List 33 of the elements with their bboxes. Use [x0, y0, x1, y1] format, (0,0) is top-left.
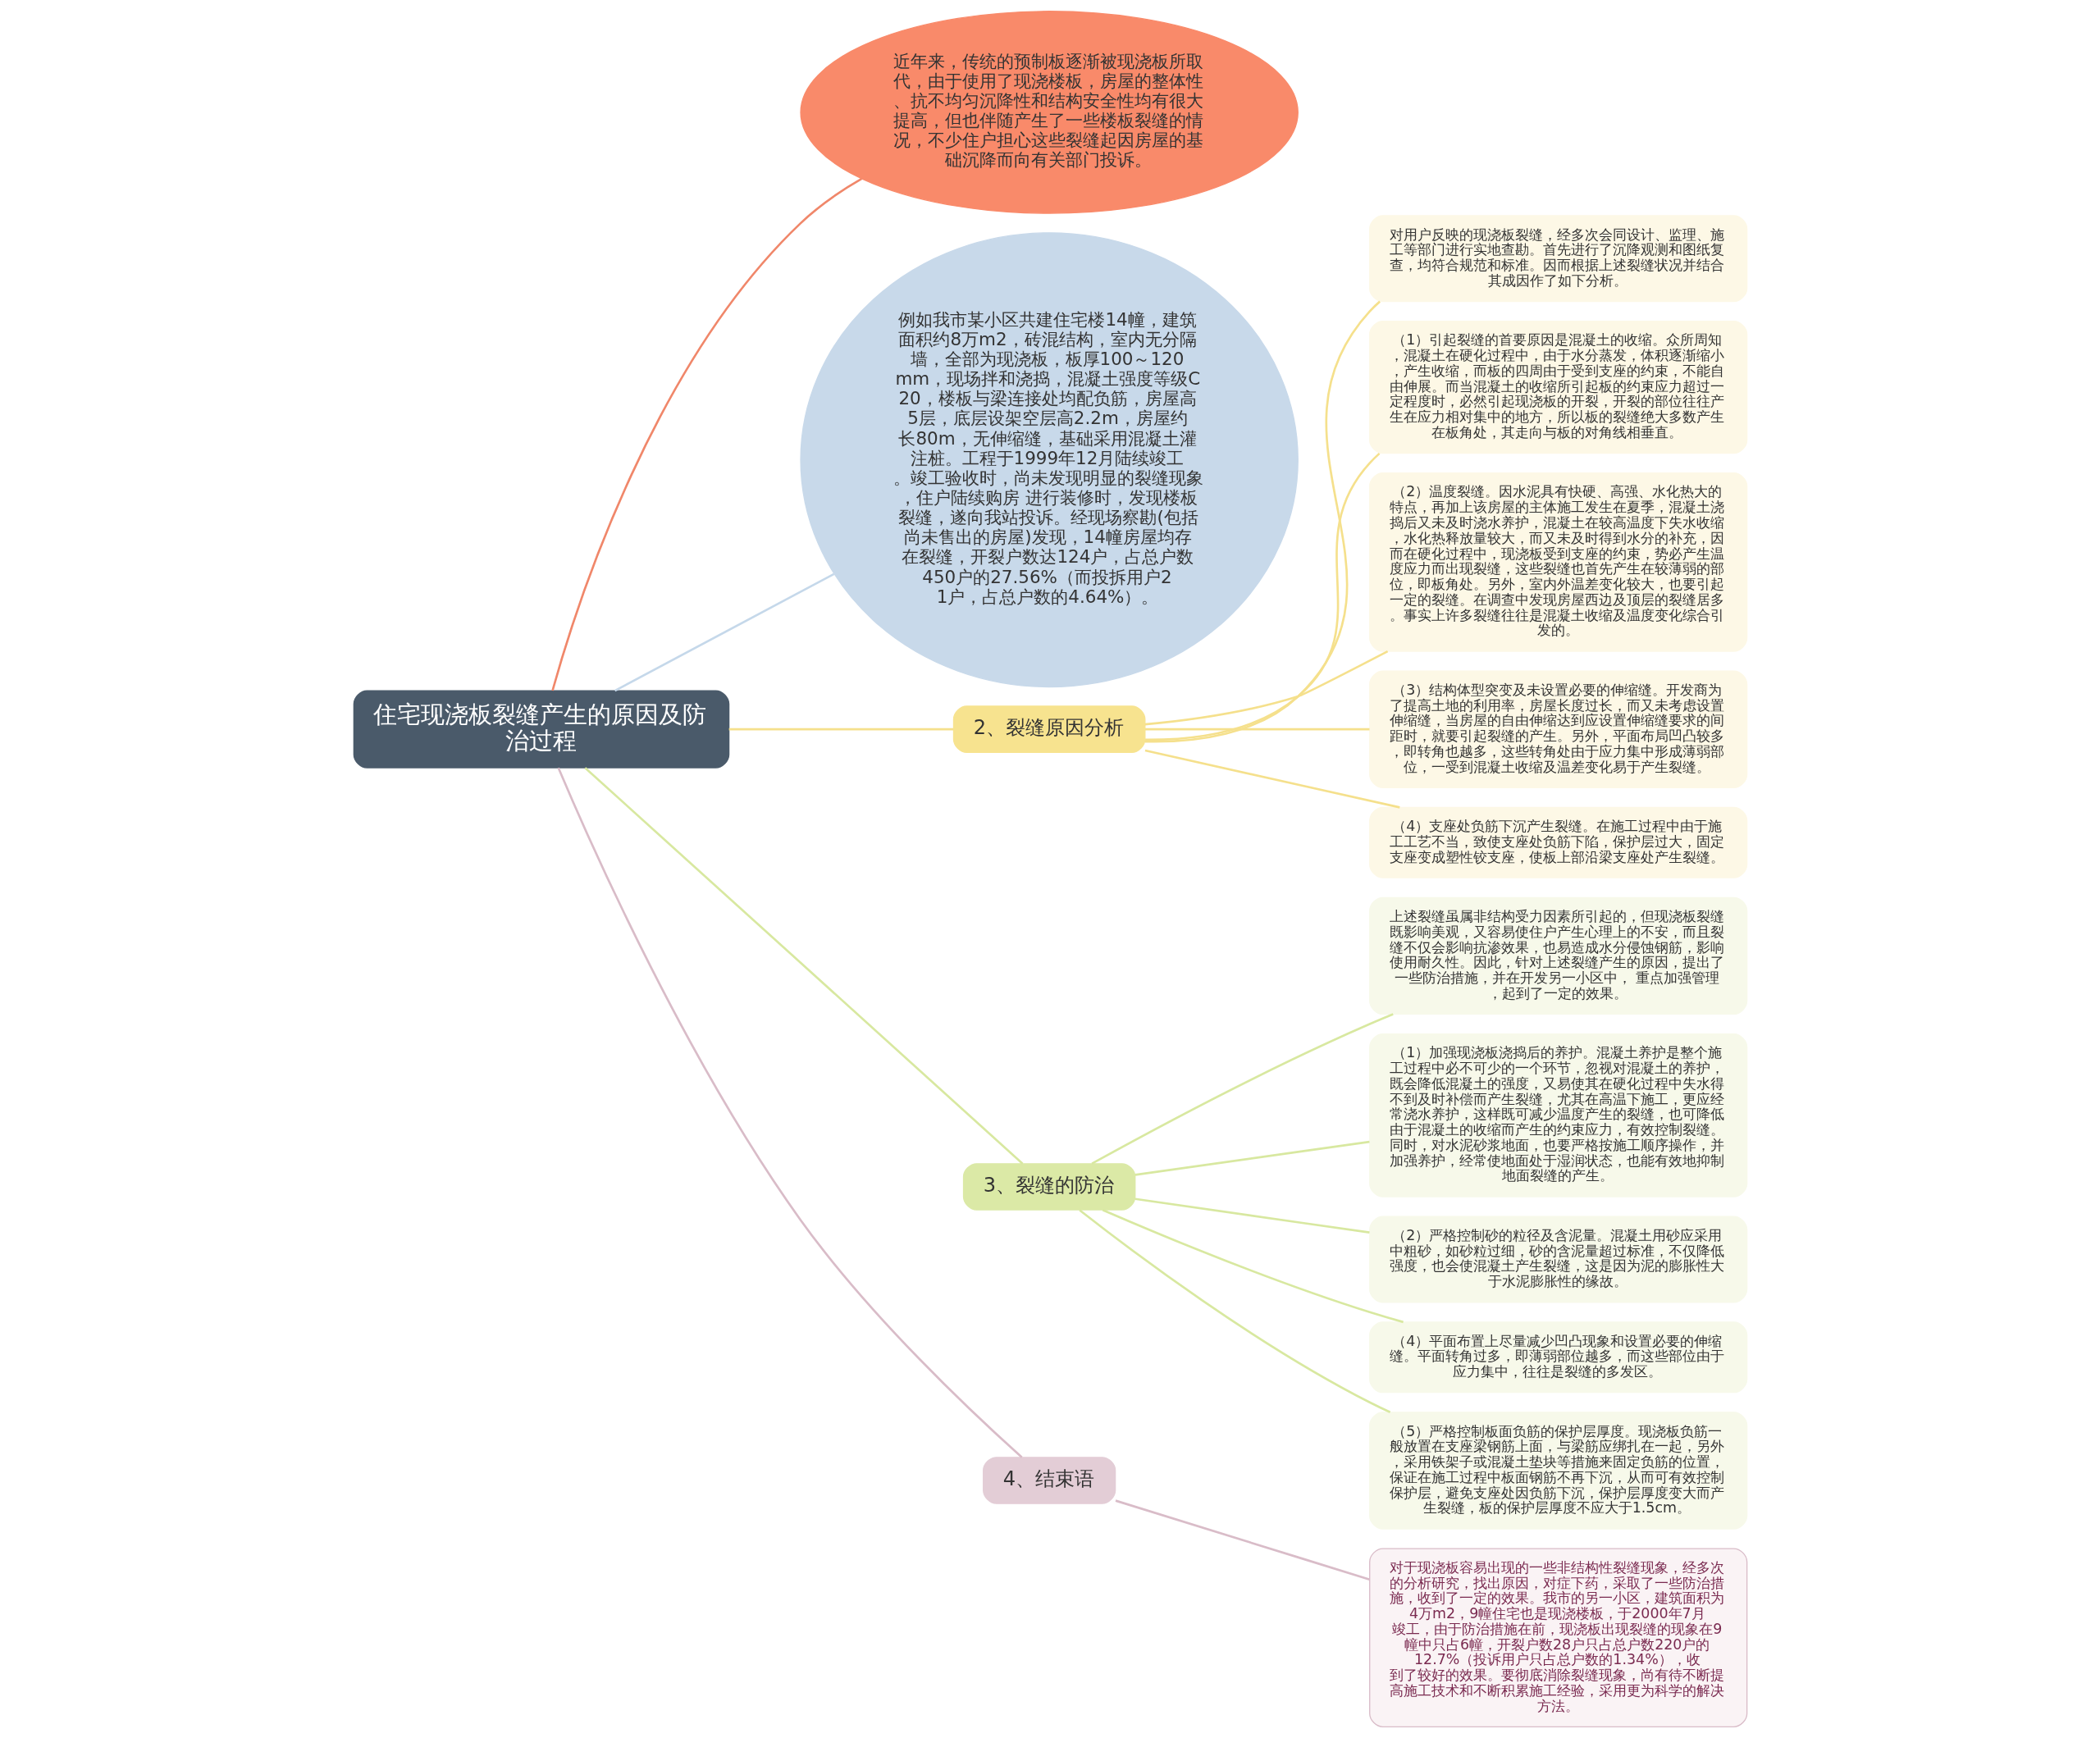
node-box: （5）严格控制板面负筋的保护层厚度。现浇板负筋一般放置在支座梁钢筋上面，与梁筋应绑扎在一起，另外，采用铁架子或混凝土垫块等措施来固定负筋的位置，保证在施工过程中板面钢筋不再下沉，从而可有效控制保护层，避免支座处因负筋下沉，保护层厚度变大而产生裂缝，板的保护层厚度不应大于1.5cm。: [1368, 1412, 1747, 1530]
connector: [1091, 1013, 1394, 1165]
node-box: （4）平面布置上尽量减少凹凸现象和设置必要的伸缩缝。平面转角过多，即薄弱部位越多，而这些部位由于应力集中，往往是裂缝的多发区。: [1368, 1321, 1747, 1394]
node-box: 4、结束语: [982, 1457, 1116, 1504]
node-circle: 例如我市某小区共建住宅楼14幢，建筑面积约8万m2，砖混结构，室内无分隔墙，全部为现浇板，板厚100～120mm，现场拌和浇捣，混凝土强度等级C20，楼板与梁连接处均配负筋，房屋高5层，底层设架空层高2.2m，房屋约长80m，无伸缩缝，基础采用混凝土灌注桩。工程于1999年12月陆续竣工。竣工验收时，尚未发现明显的裂缝现象，住户陆续购房 进行装修时，发现楼板裂缝，遂向我站投诉。经现场察勘(包括尚未售出的房屋)发现，14幢房屋均存在裂缝，开裂户数达124户，占总户数450户的27.56%（而投拆用户21户，占总户数的4.64%）。: [799, 232, 1299, 688]
node-box: （3）结构体型突变及未设置必要的伸缩缝。开发商为了提高土地的利用率，房屋长度过长，而又未考虑设置伸缩缝，当房屋的自由伸缩达到应设置伸缩缝要求的间距时，就要引起裂缝的产生。另外，平面布局凹凸较多，即转角也越多，这些转角处由于应力集中形成薄弱部位，一受到混凝土收缩及温差变化易于产生裂缝。: [1368, 670, 1747, 788]
node-box: （4）支座处负筋下沉产生裂缝。在施工过程中由于施工工艺不当，致使支座处负筋下陷，保护层过大，固定支座变成塑性铰支座，使板上部沿梁支座处产生裂缝。: [1368, 806, 1747, 878]
node-box: 3、裂缝的防治: [962, 1163, 1135, 1211]
connector: [583, 767, 1023, 1165]
connector: [1144, 728, 1369, 731]
node-box: 上述裂缝虽属非结构受力因素所引起的，但现浇板裂缝既影响美观，又容易使住户产生心理上的不安，而且裂缝不仅会影响抗渗效果，也易造成水分侵蚀钢筋，影响使用耐久性。因此，针对上述裂缝产生的原因，提出了一些防治措施，并在开发另一小区中， 重点加强管理，起到了一定的效果。: [1368, 896, 1747, 1015]
connector: [728, 728, 953, 731]
connector: [1144, 452, 1380, 741]
connector: [1144, 650, 1388, 726]
node-box: （1）加强现浇板浇捣后的养护。混凝土养护是整个施工过程中必不可少的一个环节，忽视对混凝土的养护，既会降低混凝土的强度，又易使其在硬化过程中失水得不到及时补偿而产生裂缝，尤其在高温下施工，更应经常浇水养护，这样既可减少温度产生的裂缝，也可降低由于混凝土的收缩而产生的约束应力，有效控制裂缝。同时，对水泥砂浆地面，也要严格按施工顺序操作，并加强养护，经常使地面处于湿润状态，也能有效地抑制地面裂缝的产生。: [1368, 1033, 1747, 1197]
connector: [1144, 749, 1400, 809]
node-box: （2）严格控制砂的粒径及含泥量。混凝土用砂应采用中粗砂，如砂粒过细，砂的含泥量超过标准，不仅降低强度，也会使混凝土产生裂缝，这是因为泥的膨胀性大于水泥膨胀性的缘故。: [1368, 1216, 1747, 1303]
connector: [614, 572, 834, 692]
connector: [557, 767, 1023, 1458]
node-box: 2、裂缝原因分析: [952, 705, 1145, 753]
connector: [1102, 1208, 1404, 1324]
connector: [550, 177, 862, 691]
node-box: （1）引起裂缝的首要原因是混凝土的收缩。众所周知，混凝土在硬化过程中，由于水分蒸发，体积逐渐缩小，产生收缩，而板的四周由于受到支座的约束，不能自由伸展。而当混凝土的收缩所引起板的约束应力超过一定程度时，必然引起现浇板的开裂，开裂的部位往往产生在应力相对集中的地方，所以板的裂缝绝大多数产生在板角处，其走向与板的对角线相垂直。: [1368, 321, 1747, 454]
node-box: （2）温度裂缝。因水泥具有快硬、高强、水化热大的特点，再加上该房屋的主体施工发生在夏季，混凝土浇捣后又未及时浇水养护，混凝土在较高温度下失水收缩，水化热释放量较大，而又未及时得到水分的补充，因而在硬化过程中，现浇板受到支座的约束，势必产生温度应力而出现裂缝，这些裂缝也首先产生在较薄弱的部位，即板角处。另外，室内外温差变化较大，也要引起一定的裂缝。在调查中发现房屋西边及顶层的裂缝居多。事实上许多裂缝往往是混凝土收缩及温度变化综合引发的。: [1368, 472, 1747, 652]
node-box: 对用户反映的现浇板裂缝，经多次会同设计、监理、施工等部门进行实地查勘。首先进行了沉降观测和图纸复查，均符合规范和标准。因而根据上述裂缝状况并结合其成因作了如下分析。: [1368, 215, 1747, 303]
node-box: 对于现浇板容易出现的一些非结构性裂缝现象，经多次的分析研究，找出原因，对症下药，采取了一些防治措施，收到了一定的效果。我市的另一小区，建筑面积为4万m2，9幢住宅也是现浇楼板，于2000年7月竣工，由于防治措施在前，现浇板出现裂缝的现象在9幢中只占6幢，开裂户数28户只占总户数220户的12.7%（投诉用户只占总户数的1.34%），收到了较好的效果。要彻底消除裂缝现象，尚有待不断提高施工技术和不断积累施工经验，采用更为科学的解决方法。: [1368, 1548, 1747, 1727]
connector: [1115, 1499, 1370, 1581]
node-box: 住宅现浇板裂缝产生的原因及防治过程: [353, 690, 729, 769]
connector: [1134, 1197, 1370, 1234]
connector: [1144, 300, 1381, 743]
node-ellipse: 近年来，传统的预制板逐渐被现浇板所取代，由于使用了现浇楼板，房屋的整体性、抗不均匀沉降性和结构安全性均有很大提高，但也伴随产生了一些楼板裂缝的情况，不少住户担心这些裂缝起因房屋的基础沉降而向有关部门投诉。: [799, 11, 1299, 214]
connector: [1078, 1209, 1390, 1414]
connector: [1134, 1140, 1370, 1176]
